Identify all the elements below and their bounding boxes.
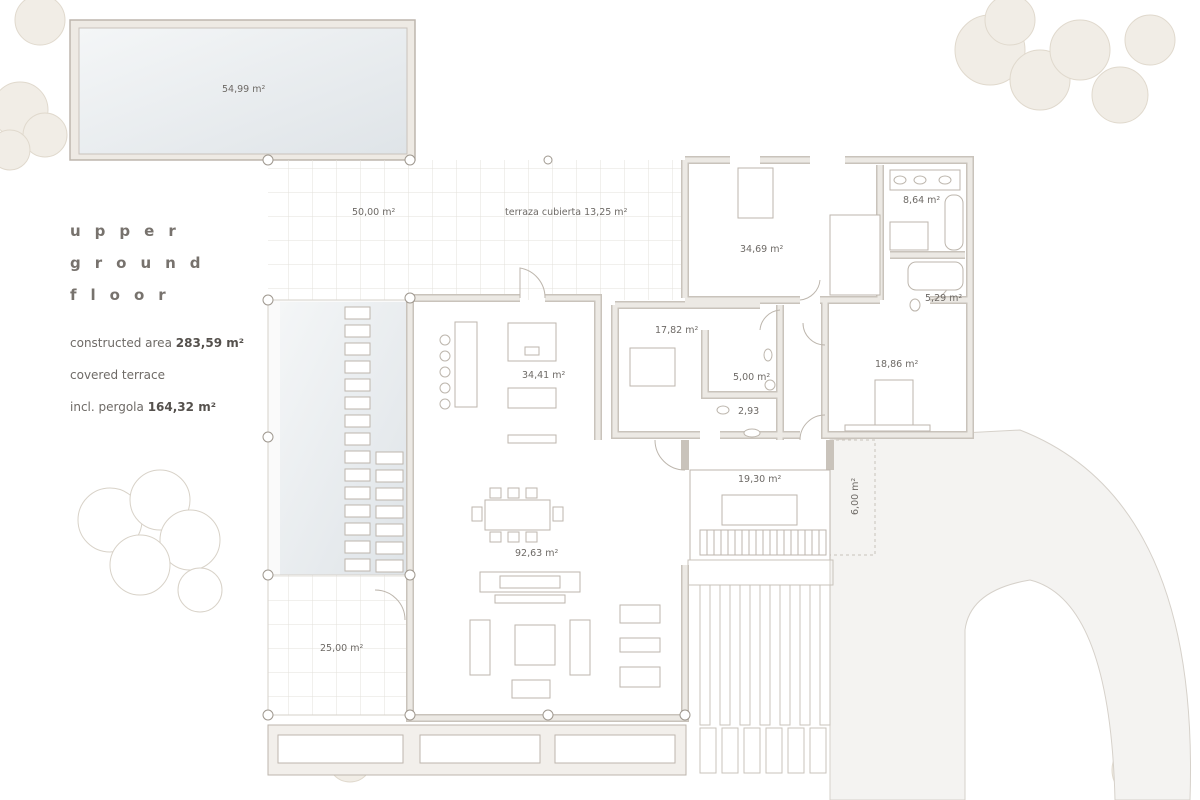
pergola-area-value: 164,32 m² <box>147 400 216 414</box>
room-label-master-bedroom: 34,69 m² <box>740 244 783 255</box>
covered-terrace-label: covered terrace <box>70 368 165 382</box>
room-label-porch: 6,00 m² <box>850 478 861 515</box>
shape <box>375 505 404 519</box>
shape <box>344 558 371 572</box>
shape <box>687 559 834 586</box>
shape <box>375 523 404 537</box>
room-label-bedroom-2: 17,82 m² <box>655 325 698 336</box>
shape <box>720 529 729 556</box>
shape <box>344 450 371 464</box>
beds <box>629 167 931 432</box>
shape <box>739 584 751 726</box>
shape <box>344 468 371 482</box>
shape <box>811 529 820 556</box>
sun-loungers <box>344 306 404 573</box>
room-label-wc: 2,93 <box>738 406 759 417</box>
shape <box>344 360 371 374</box>
shape <box>721 727 739 774</box>
shape <box>344 522 371 536</box>
floor-title-line: ground <box>70 254 215 272</box>
pergola-slats <box>687 559 834 774</box>
tree-icon <box>77 469 223 613</box>
shape <box>787 727 805 774</box>
shape <box>344 414 371 428</box>
constructed-area-value: 283,59 m² <box>175 336 244 350</box>
shape <box>375 469 404 483</box>
bathroom-fixtures <box>716 169 964 438</box>
shape <box>769 529 778 556</box>
shape <box>809 727 827 774</box>
pergola-area-label: incl. pergola <box>70 400 144 414</box>
shape <box>743 727 761 774</box>
constructed-area: constructed area 283,59 m² <box>70 336 244 360</box>
shape <box>344 486 371 500</box>
staircase <box>689 469 831 561</box>
shape <box>344 324 371 338</box>
room-label-living: 92,63 m² <box>515 548 558 559</box>
lower-terrace <box>267 574 411 716</box>
doors <box>374 267 951 621</box>
pergola-area: incl. pergola 164,32 m² <box>70 400 244 424</box>
shape <box>706 529 715 556</box>
shape <box>818 529 827 556</box>
room-label-pool: 54,99 m² <box>222 84 265 95</box>
planters <box>267 724 687 776</box>
shape <box>804 529 813 556</box>
pillars <box>262 154 691 721</box>
room-label-terrace: 50,00 m² <box>352 207 395 218</box>
shape <box>755 529 764 556</box>
driveway <box>829 429 1192 800</box>
shape <box>776 529 785 556</box>
room-label-lower-terrace: 25,00 m² <box>320 643 363 654</box>
shape <box>734 529 743 556</box>
shape <box>344 342 371 356</box>
shape <box>759 584 771 726</box>
shape <box>797 529 806 556</box>
shape <box>375 559 404 573</box>
constructed-area-label: constructed area <box>70 336 172 350</box>
shape <box>762 529 771 556</box>
shape <box>375 541 404 555</box>
shape <box>344 396 371 410</box>
shape <box>748 529 757 556</box>
shape <box>375 451 404 465</box>
shape <box>344 378 371 392</box>
shape <box>741 529 750 556</box>
shape <box>344 504 371 518</box>
shape <box>779 584 791 726</box>
terrace <box>268 160 685 300</box>
shape <box>783 529 792 556</box>
shape <box>713 529 722 556</box>
shape <box>719 584 731 726</box>
shape <box>727 529 736 556</box>
porch-area <box>829 439 876 556</box>
room-label-bath-2: 5,29 m² <box>925 293 962 304</box>
tree-icon <box>0 0 68 171</box>
shape <box>699 529 708 556</box>
living-furniture <box>469 571 661 699</box>
shape <box>699 584 711 726</box>
shape <box>699 727 717 774</box>
shape <box>375 487 404 501</box>
legend: upper ground floor constructed area 283,… <box>70 222 244 424</box>
shape <box>765 727 783 774</box>
room-label-bath-3: 5,00 m² <box>733 372 770 383</box>
floor-title-line: upper <box>70 222 190 240</box>
floor-title-line: floor <box>70 286 180 304</box>
tree-icon <box>954 0 1176 124</box>
shape <box>819 584 831 726</box>
room-label-bedroom-3: 18,86 m² <box>875 359 918 370</box>
dining-table <box>471 487 564 543</box>
shape <box>344 540 371 554</box>
shape <box>344 306 371 320</box>
room-label-kitchen: 34,41 m² <box>522 370 565 381</box>
room-label-covered-terrace: terraza cubierta 13,25 m² <box>505 207 628 218</box>
shape <box>790 529 799 556</box>
shape <box>344 432 371 446</box>
room-label-master-bath: 8,64 m² <box>903 195 940 206</box>
room-label-hall: 19,30 m² <box>738 474 781 485</box>
kitchen-furniture <box>439 321 557 444</box>
shape <box>799 584 811 726</box>
